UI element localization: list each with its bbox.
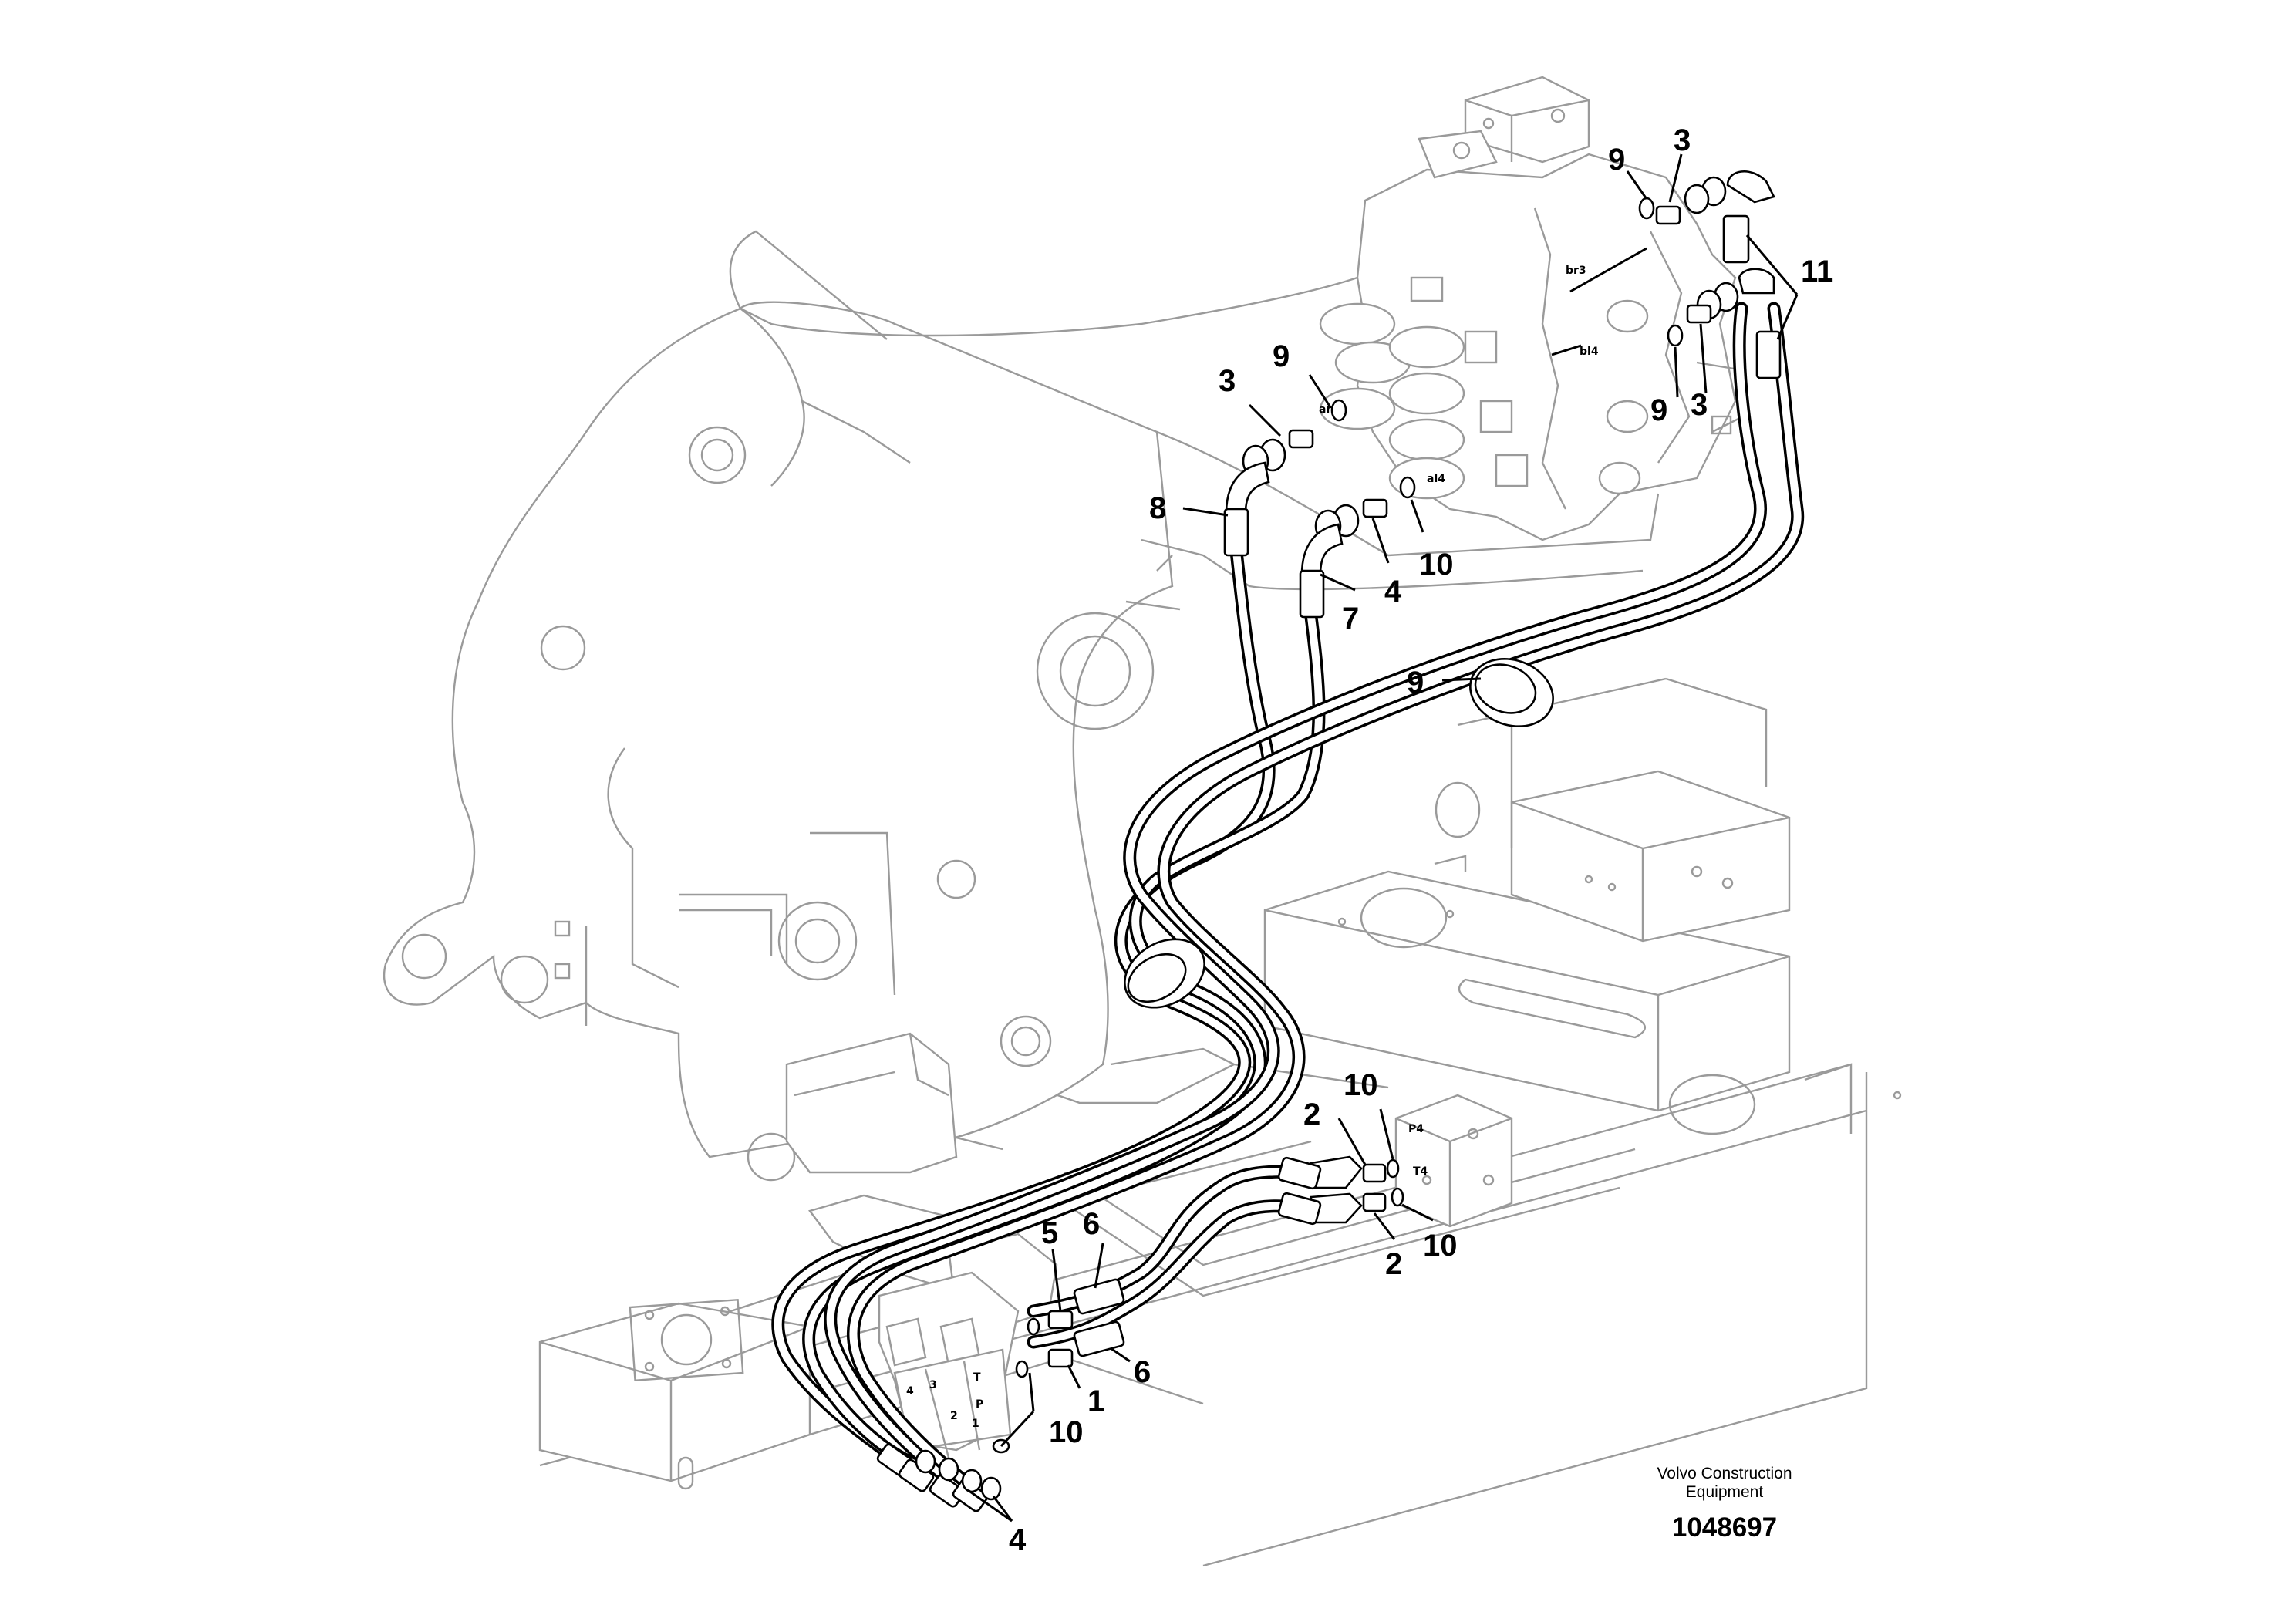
callout-11: 11 <box>1801 255 1833 288</box>
document-number: 1048697 <box>1672 1512 1777 1543</box>
port-label-4: 4 <box>906 1385 914 1398</box>
callout-10-upper: 10 <box>1344 1068 1378 1102</box>
port-label-P: P <box>976 1398 983 1411</box>
callout-5: 8 <box>1149 491 1166 525</box>
callout-3-top: 3 <box>1674 123 1691 157</box>
hoses <box>771 302 1805 1488</box>
port-label-bl4: bl4 <box>1580 346 1599 358</box>
grommet-lower <box>1124 938 1205 1009</box>
callout-3-right: 3 <box>1691 388 1708 422</box>
upper-structure-outline <box>740 276 1660 611</box>
brand-line-2: Equipment <box>1686 1483 1764 1501</box>
port-label-P4: P4 <box>1408 1123 1424 1135</box>
callout-10-lower: 10 <box>1423 1229 1458 1263</box>
leader-lines <box>967 153 1799 1523</box>
callout-9-mid: 10 <box>1419 548 1454 582</box>
callout-3-mid: 4 <box>1384 575 1402 609</box>
callout-7: 7 <box>1342 602 1359 636</box>
callout-9-right: 9 <box>1650 393 1667 427</box>
port-label-T4: T4 <box>1413 1165 1428 1178</box>
port-label-3: 3 <box>929 1379 937 1391</box>
brand-block: Volvo Construction Equipment 1048697 <box>1657 1465 1792 1543</box>
callout-2-lower: 2 <box>1385 1247 1402 1281</box>
callout-4: 4 <box>1009 1523 1027 1557</box>
boom-bracket-outline <box>383 230 1174 1182</box>
callout-8: 9 <box>1407 666 1424 700</box>
callout-3-pedal: 5 <box>1041 1216 1058 1250</box>
callout-2-upper: 2 <box>1303 1098 1320 1131</box>
junction-block: P4 T4 <box>1394 1094 1513 1228</box>
callout-3-left: 3 <box>1219 364 1236 398</box>
port-label-T: T <box>973 1371 981 1384</box>
port-label-al4: al4 <box>1427 473 1445 485</box>
spool-caps <box>1319 276 1529 500</box>
port-label-1: 1 <box>972 1418 979 1430</box>
callout-6-upper: 6 <box>1083 1207 1100 1241</box>
callout-1: 1 <box>1087 1384 1104 1418</box>
brand-line-1: Volvo Construction <box>1657 1465 1792 1482</box>
callout-6-lower: 6 <box>1134 1355 1151 1389</box>
callout-9-left: 9 <box>1273 339 1290 373</box>
callouts: 9 3 11 9 3 9 3 8 10 4 7 9 2 10 10 2 5 6 … <box>1009 123 1833 1557</box>
callout-9-top: 9 <box>1608 143 1625 177</box>
port-label-2: 2 <box>950 1410 958 1422</box>
fittings <box>876 170 1782 1512</box>
port-label-br3: br3 <box>1566 265 1586 277</box>
grommet-upper <box>1469 657 1554 728</box>
callout-9-pedal: 10 <box>1049 1415 1084 1449</box>
